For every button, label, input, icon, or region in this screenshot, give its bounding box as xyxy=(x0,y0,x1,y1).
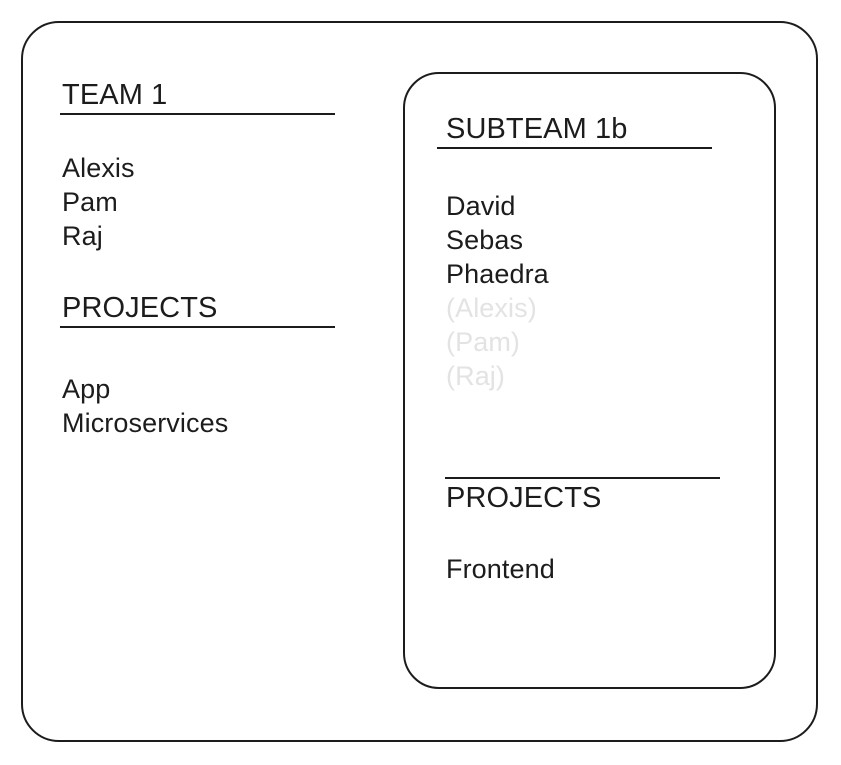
subteam-member-inherited: (Raj) xyxy=(446,361,505,391)
team-title: TEAM 1 xyxy=(62,79,168,111)
subteam-member-inherited: (Alexis) xyxy=(446,293,537,323)
subteam-title: SUBTEAM 1b xyxy=(446,113,628,145)
team-projects-title: PROJECTS xyxy=(62,292,218,324)
team-project: App xyxy=(62,374,111,404)
subteam-member: Phaedra xyxy=(446,259,549,289)
team-projects-title-underline xyxy=(60,326,335,328)
subteam-projects-title-overline xyxy=(445,477,720,479)
team-member: Pam xyxy=(62,187,118,217)
team-container xyxy=(21,21,818,742)
subteam-projects-title: PROJECTS xyxy=(446,482,602,514)
team-member: Alexis xyxy=(62,153,135,183)
team-member: Raj xyxy=(62,221,103,251)
subteam-title-underline xyxy=(437,147,712,149)
subteam-member: David xyxy=(446,191,516,221)
subteam-member: Sebas xyxy=(446,225,524,255)
subteam-project: Frontend xyxy=(446,554,555,584)
team-project: Microservices xyxy=(62,408,229,438)
team-title-underline xyxy=(60,113,335,115)
subteam-member-inherited: (Pam) xyxy=(446,327,520,357)
subteam-container xyxy=(403,72,776,689)
